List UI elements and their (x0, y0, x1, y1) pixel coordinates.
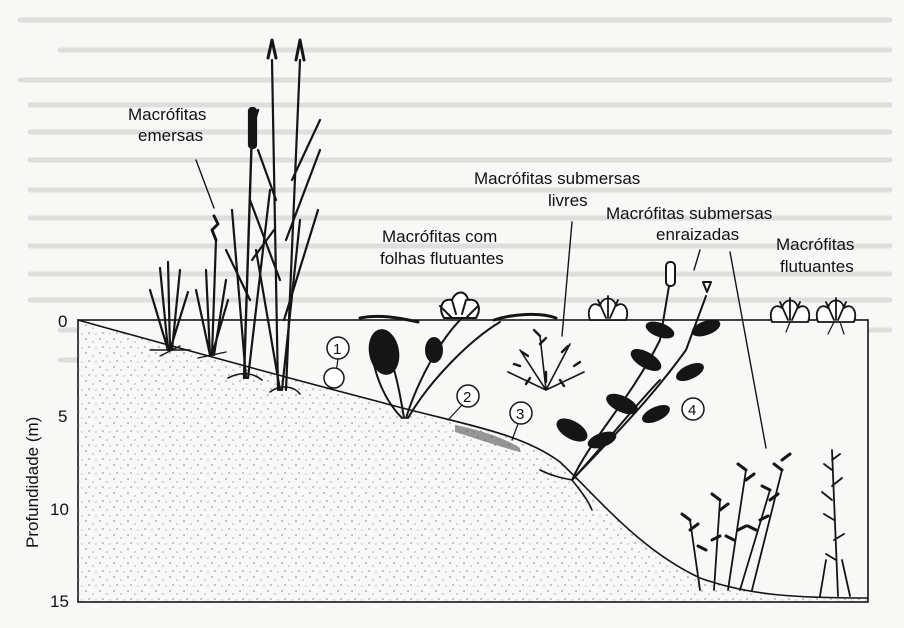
tick-15: 15 (50, 592, 69, 611)
depth-axis: 0 5 10 15 Profundidade (m) (23, 312, 69, 611)
zone-4-marker: 4 (682, 398, 704, 420)
zone-4-label: 4 (688, 402, 696, 419)
label-submersas-livres-line1: Macrófitas submersas (474, 169, 640, 188)
tick-10: 10 (50, 500, 69, 519)
label-flutuantes-folhas-line1: Macrófitas com (382, 227, 497, 246)
label-flutuantes-folhas-line2: folhas flutuantes (380, 249, 504, 268)
label-submersas-enraizadas-line2: enraizadas (656, 225, 739, 244)
axis-title: Profundidade (m) (23, 417, 42, 548)
label-emersas-line1: Macrófitas (128, 105, 206, 124)
tick-5: 5 (58, 407, 67, 426)
zone-1-label: 1 (333, 341, 341, 358)
zone-2-label: 2 (463, 389, 471, 406)
label-submersas-enraizadas-line1: Macrófitas submersas (606, 204, 772, 223)
label-submersas-livres-line2: livres (548, 191, 588, 210)
label-flutuantes-line1: Macrófitas (776, 235, 854, 254)
zone-3-label: 3 (516, 406, 524, 423)
label-emersas-line2: emersas (138, 126, 203, 145)
label-flutuantes-line2: flutuantes (780, 257, 854, 276)
tick-0: 0 (58, 312, 67, 331)
